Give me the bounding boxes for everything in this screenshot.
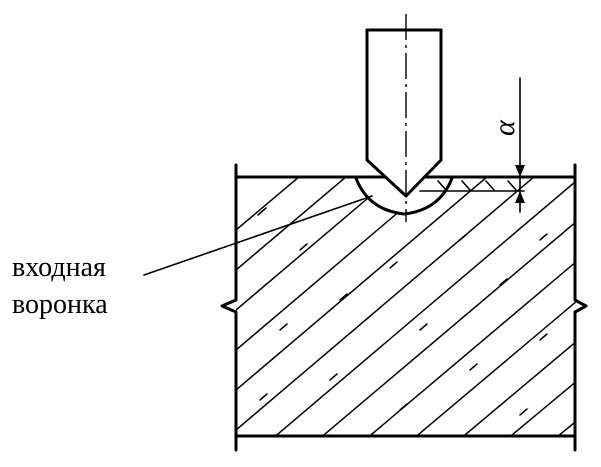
dimension-label: α	[488, 119, 521, 136]
entry-funnel	[354, 176, 454, 216]
workpiece-right-break	[573, 163, 588, 452]
dimension-arrow-bottom	[515, 191, 525, 203]
dimension-alpha: α	[488, 77, 525, 213]
callout-line-2: воронка	[12, 289, 108, 320]
dimension-arrow-top	[515, 165, 525, 177]
drill-bit	[365, 28, 443, 198]
callout-line-1: входная	[12, 252, 106, 283]
chamfer-band	[419, 180, 525, 192]
workpiece-left-break	[220, 163, 238, 452]
callout-leader-line	[143, 195, 373, 276]
section-hatching	[236, 176, 576, 436]
